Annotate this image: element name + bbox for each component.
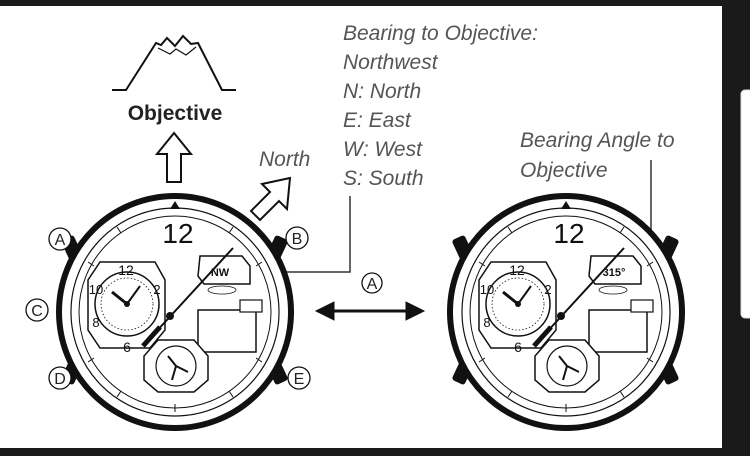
mountain-icon: [112, 34, 236, 91]
bearing-legend: Bearing to Objective: Northwest N: North…: [343, 22, 538, 190]
svg-text:8: 8: [483, 315, 490, 330]
svg-text:315°: 315°: [603, 267, 626, 279]
svg-text:NW: NW: [211, 267, 230, 279]
right-lower-display: [588, 309, 648, 353]
swap-arrow-icon: [314, 301, 426, 321]
north-label: North: [259, 148, 310, 171]
svg-text:A: A: [55, 232, 66, 249]
bearing-angle-line-2: Objective: [520, 159, 608, 182]
north-arrow-icon: [249, 176, 292, 222]
left-bezel-ticks: [87, 226, 263, 412]
label-c: C: [25, 298, 49, 322]
svg-text:12: 12: [509, 262, 525, 278]
svg-text:2: 2: [153, 282, 160, 297]
right-watch: 12 12 2 10 8 6 315°: [447, 193, 685, 431]
left-button-labels: A B C D E: [25, 226, 311, 390]
left-bearing-display: NW: [197, 255, 251, 295]
left-bottom-subdial: [143, 339, 209, 393]
swap-button-label: A: [361, 272, 383, 294]
right-twelve: 12: [553, 218, 584, 249]
svg-text:8: 8: [92, 315, 99, 330]
objective-arrow-icon: [154, 131, 194, 183]
label-b: B: [285, 226, 309, 250]
svg-text:6: 6: [514, 339, 522, 355]
svg-text:10: 10: [480, 282, 494, 297]
svg-text:10: 10: [89, 282, 103, 297]
right-bearing-display: 315°: [588, 255, 642, 295]
right-bezel-ticks: [478, 226, 654, 412]
bearing-line-6: S: South: [343, 167, 424, 190]
svg-text:6: 6: [123, 339, 131, 355]
bearing-line-5: W: West: [343, 138, 423, 161]
left-bezel-marker: [170, 201, 180, 209]
right-side-card: [740, 89, 750, 319]
right-bottom-subdial: [534, 339, 600, 393]
label-a: A: [48, 227, 72, 251]
left-twelve: 12: [162, 218, 193, 249]
bearing-line-3: N: North: [343, 80, 421, 103]
left-watch: 12 12 2 10 8 6 NW: [56, 193, 294, 431]
svg-text:C: C: [31, 303, 43, 320]
bearing-line-2: Northwest: [343, 51, 439, 74]
svg-text:B: B: [292, 231, 303, 248]
label-d: D: [48, 366, 72, 390]
bearing-angle-line-1: Bearing Angle to: [520, 129, 675, 152]
objective-label: Objective: [128, 102, 223, 125]
svg-text:12: 12: [118, 262, 134, 278]
bearing-line-1: Bearing to Objective:: [343, 22, 538, 45]
right-analog-subdial: 12 2 10 8 6: [478, 261, 557, 355]
svg-text:D: D: [54, 371, 66, 388]
label-e: E: [287, 366, 311, 390]
right-bezel-marker: [561, 201, 571, 209]
svg-text:2: 2: [544, 282, 551, 297]
left-lower-display: [197, 309, 257, 353]
svg-text:A: A: [367, 276, 378, 293]
svg-text:E: E: [294, 371, 305, 388]
left-analog-subdial: 12 2 10 8 6: [87, 261, 166, 355]
bearing-line-4: E: East: [343, 109, 412, 132]
